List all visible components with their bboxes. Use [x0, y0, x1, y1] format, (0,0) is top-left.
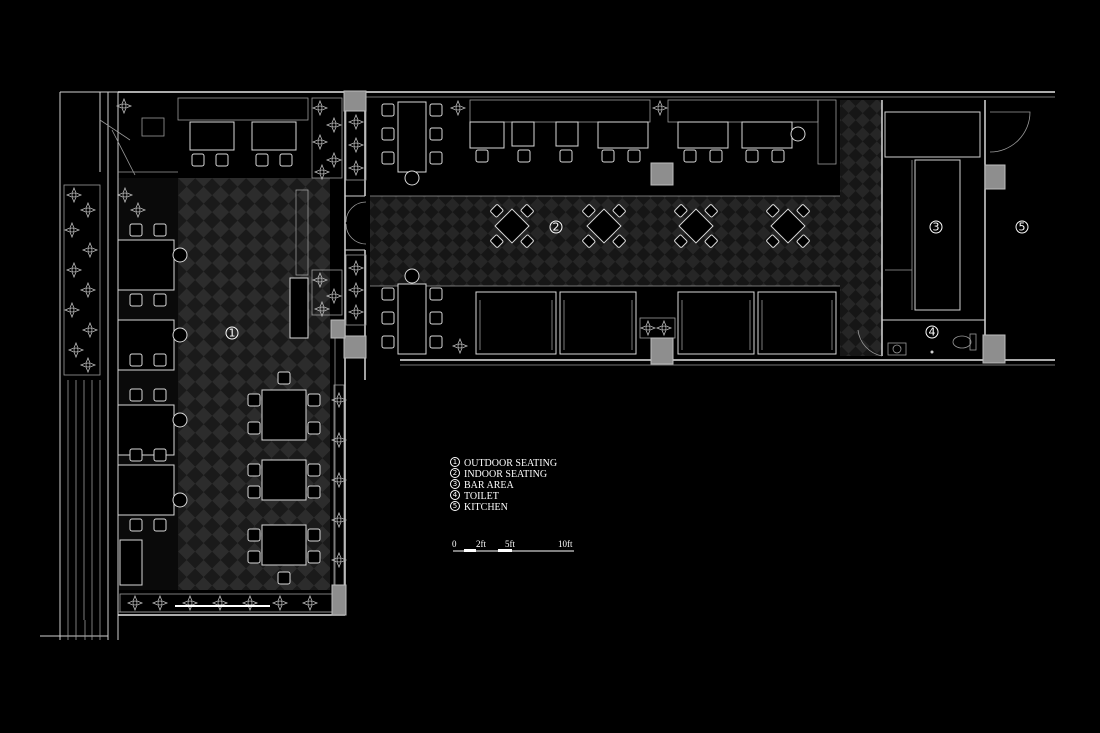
legend-num: 1: [453, 458, 457, 466]
outdoor-middle-tables: [247, 189, 321, 585]
zone-marker-1: 1: [225, 326, 239, 340]
zone-marker-3-num: 3: [933, 221, 940, 234]
legend-label: TOILET: [464, 491, 499, 502]
structural-columns: [330, 90, 1006, 616]
scale-tick-5ft: 5ft: [505, 539, 515, 549]
legend: 1 OUTDOOR SEATING 2 INDOOR SEATING 3 BAR…: [450, 457, 557, 513]
outdoor-left-booths: [117, 223, 188, 586]
zone-marker-4: 4: [925, 325, 939, 339]
indoor-left-group-bottom: [381, 268, 443, 355]
outdoor-booth-top: [177, 97, 309, 167]
legend-label: INDOOR SEATING: [464, 469, 547, 480]
scale-tick-10ft: 10ft: [558, 539, 573, 549]
legend-num: 4: [453, 491, 458, 499]
scale-tick-2ft: 2ft: [476, 539, 486, 549]
legend-label: KITCHEN: [464, 502, 508, 513]
indoor-floor: [370, 100, 882, 356]
legend-label: OUTDOOR SEATING: [464, 458, 557, 469]
legend-num: 5: [453, 502, 457, 510]
toilet-fixtures: [857, 329, 977, 357]
zone-marker-3: 3: [929, 220, 943, 234]
legend-num: 3: [453, 480, 457, 488]
scale-tick-0: 0: [452, 539, 457, 549]
entrance-door: [99, 92, 178, 176]
bar-counter: [884, 111, 1031, 311]
legend-item: 2 INDOOR SEATING: [450, 468, 547, 480]
legend-num: 2: [453, 469, 457, 477]
zone-marker-4-num: 4: [929, 326, 936, 339]
legend-item: 3 BAR AREA: [450, 479, 515, 491]
interior-doors: [345, 195, 367, 251]
walls: [40, 91, 1055, 640]
indoor-bottom-booths: [475, 291, 837, 355]
legend-item: 4 TOILET: [450, 490, 499, 502]
scale-bar: 0 2ft 5ft 10ft: [452, 539, 574, 552]
indoor-left-group-top: [381, 101, 443, 186]
indoor-top-booths: [469, 99, 837, 165]
legend-label: BAR AREA: [464, 480, 515, 491]
zone-marker-5-num: 5: [1019, 221, 1026, 234]
zone-marker-5: 5: [1015, 220, 1029, 234]
zone-marker-1-num: 1: [229, 327, 236, 340]
legend-item: 1 OUTDOOR SEATING: [450, 457, 557, 469]
zone-markers: 1 2 3 4 5: [225, 220, 1029, 340]
walkway-slats: [67, 380, 101, 640]
legend-item: 5 KITCHEN: [450, 501, 508, 513]
zone-marker-2-num: 2: [553, 221, 560, 234]
zone-marker-2: 2: [549, 220, 563, 234]
